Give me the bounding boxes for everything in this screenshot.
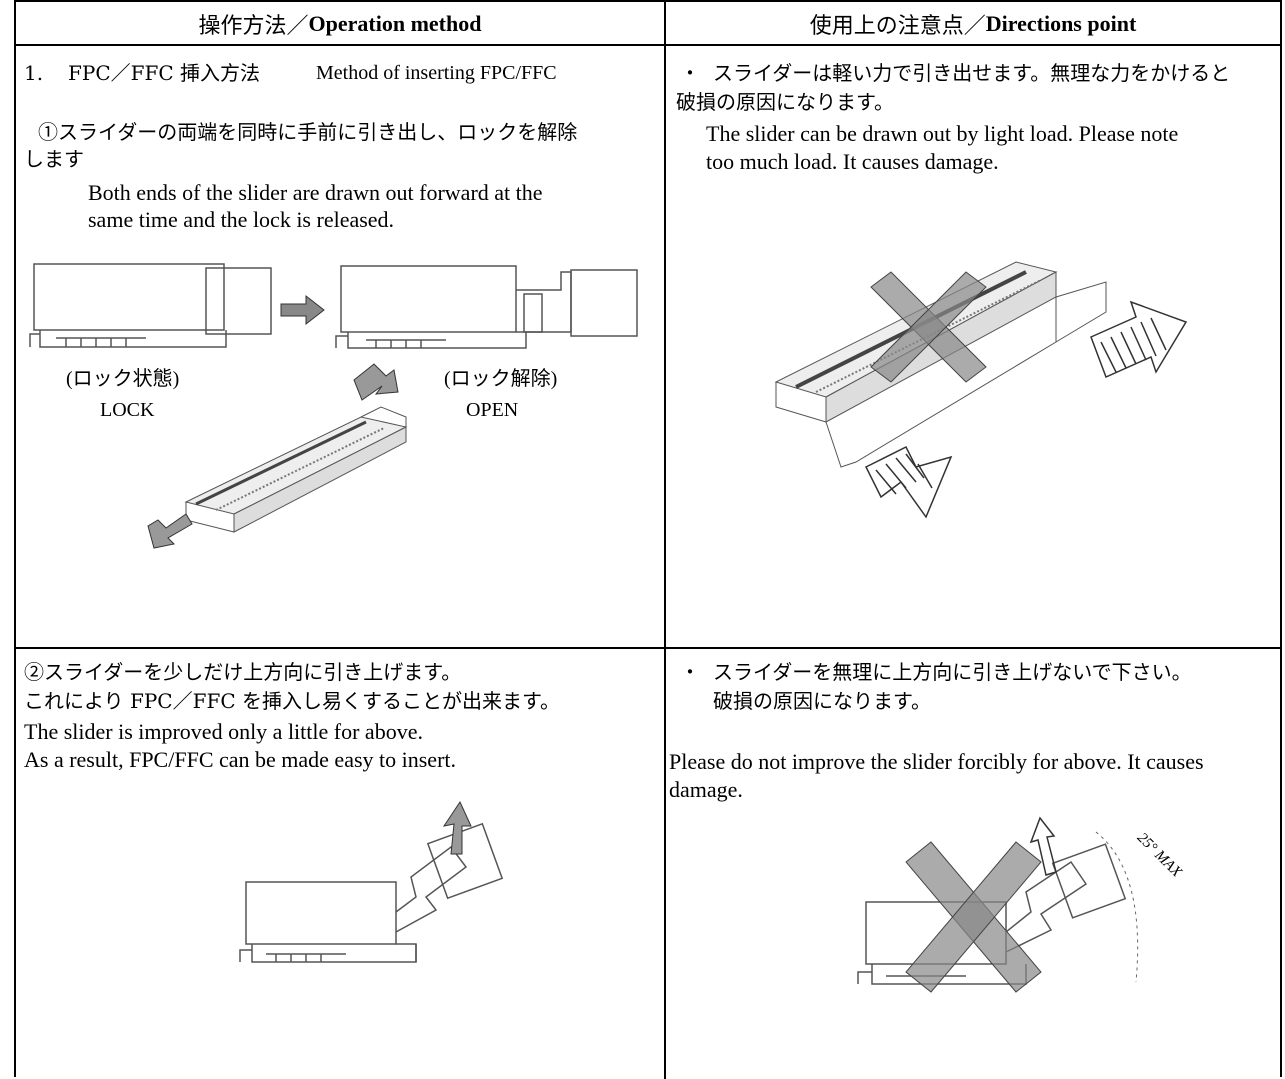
step-number: 1. <box>24 61 44 85</box>
step2-text-jp-a: ②スライダーを少しだけ上方向に引き上げます。 <box>24 660 462 684</box>
angle-arc <box>1095 831 1139 983</box>
open-label-jp: (ロック解除) <box>444 368 558 390</box>
column-divider <box>664 2 666 1079</box>
header-left-jp: 操作方法／ <box>198 14 309 39</box>
row-divider <box>16 647 1280 649</box>
connector-perspective <box>774 261 1107 468</box>
header-left-en: Operation method <box>308 11 482 36</box>
open-label-en: OPEN <box>466 399 519 421</box>
open-connector-figure <box>335 265 638 349</box>
pull-arrow-upper <box>353 363 399 401</box>
lock-label-en: LOCK <box>100 399 155 421</box>
step1-text-en-a: Both ends of the slider are drawn out fo… <box>88 180 543 205</box>
header-divider <box>16 44 1280 46</box>
slider-lift-diagram <box>239 800 504 963</box>
lock-label-jp: (ロック状態) <box>66 368 180 390</box>
caution1-jp-a: スライダーは軽い力で引き出せます。無理な力をかけると <box>713 61 1231 85</box>
caution2-en-a: Please do not improve the slider forcibl… <box>669 749 1204 774</box>
lifted-connector-figure <box>239 822 504 963</box>
caution2-en-b: damage. <box>669 777 743 802</box>
step2-text-en-a: The slider is improved only a little for… <box>24 719 423 744</box>
caution1-bullet: ・ <box>680 61 700 85</box>
insert-title-jp: FPC／FFC 挿入方法 <box>68 61 261 85</box>
caution2-jp-a: スライダーを無理に上方向に引き上げないで下さい。 <box>713 660 1192 684</box>
step1-text-jp-a: ①スライダーの両端を同時に手前に引き出し、ロックを解除 <box>38 120 578 144</box>
caution2-jp-b: 破損の原因になります。 <box>713 689 931 713</box>
insert-title-en: Method of inserting FPC/FFC <box>316 62 557 84</box>
prohibited-cross-mark-2 <box>905 841 1042 993</box>
header-operation-method: 操作方法／Operation method <box>16 4 664 44</box>
pull-arrow-lower <box>147 513 193 549</box>
direction-arrow-right <box>280 294 325 326</box>
step2-text-en-b: As a result, FPC/FFC can be made easy to… <box>24 747 457 772</box>
header-directions-point: 使用上の注意点／Directions point <box>666 4 1280 44</box>
slider-open-diagram <box>29 263 638 549</box>
forced-lift-diagram <box>857 816 1139 993</box>
excessive-pull-diagram <box>774 261 1188 519</box>
angled-connector-figure <box>184 406 408 533</box>
lift-arrow-up <box>442 800 472 855</box>
caution1-en-b: too much load. It causes damage. <box>706 149 999 174</box>
step1-text-en-b: same time and the lock is released. <box>88 207 395 232</box>
step1-text-jp-b: します <box>24 147 84 171</box>
step2-text-jp-b: これにより FPC／FFC を挿入し易くすることが出来ます。 <box>24 689 561 713</box>
hatched-arrow-right <box>1090 300 1188 379</box>
prohibited-cross-mark <box>870 271 987 383</box>
header-right-en: Directions point <box>985 11 1137 36</box>
caution1-jp-b: 破損の原因になります。 <box>676 90 894 114</box>
lift-arrow-hatched <box>1029 816 1057 876</box>
header-right-jp: 使用上の注意点／ <box>809 14 986 39</box>
hatched-arrow-down <box>864 445 953 519</box>
caution2-bullet: ・ <box>680 660 700 684</box>
instruction-table: 操作方法／Operation method 使用上の注意点／Directions… <box>14 0 1282 1079</box>
locked-connector-figure <box>29 263 272 348</box>
caution1-en-a: The slider can be drawn out by light loa… <box>706 121 1179 146</box>
